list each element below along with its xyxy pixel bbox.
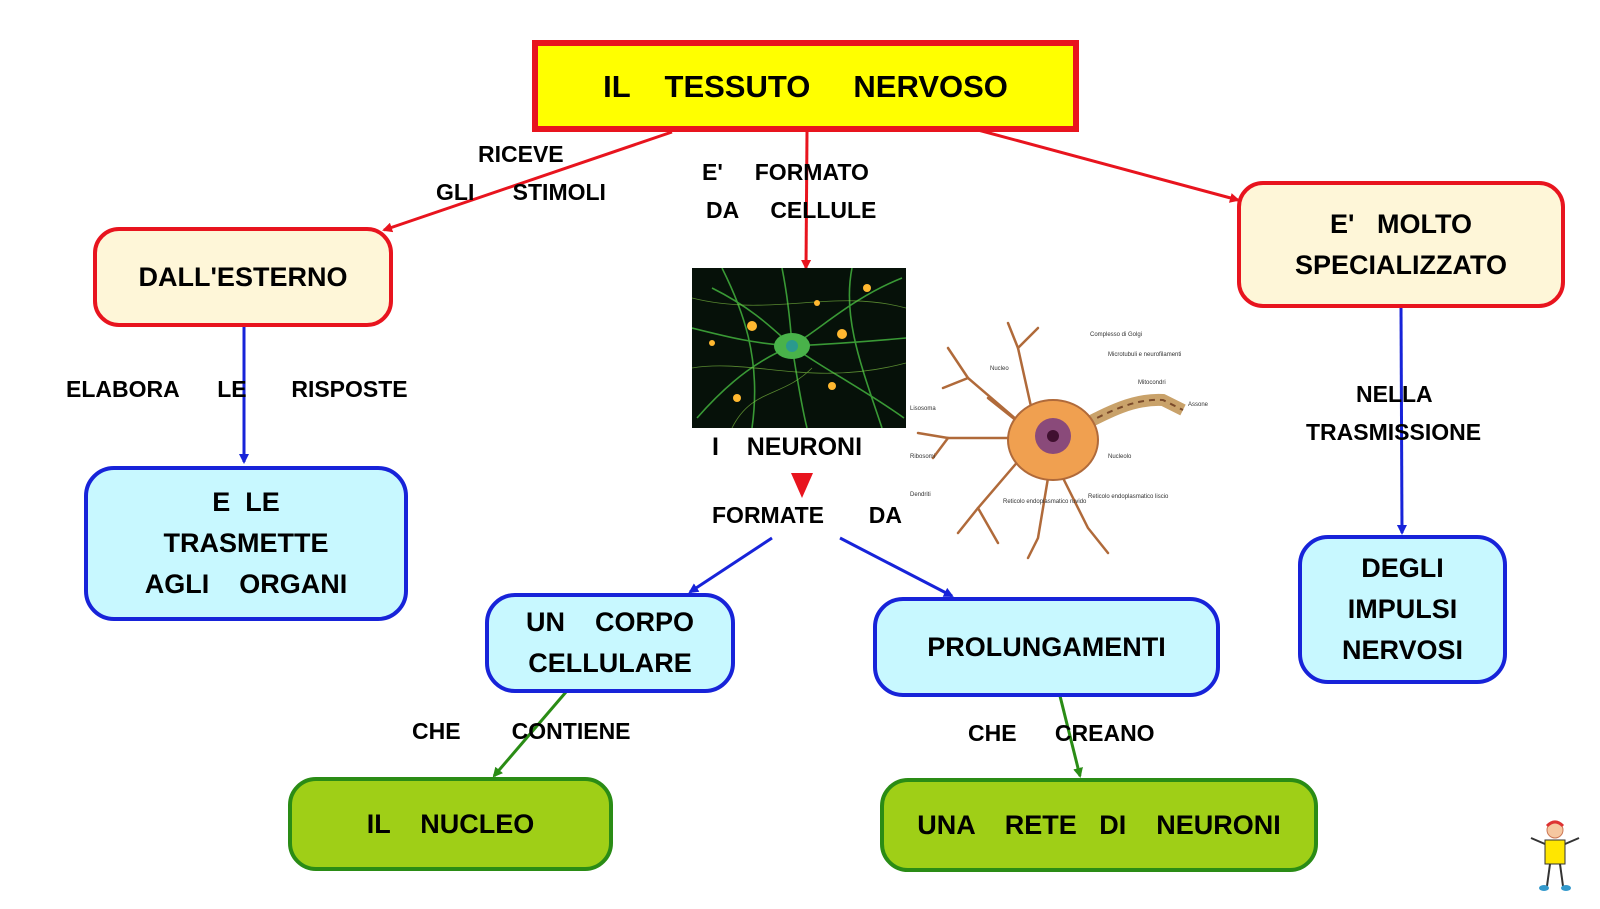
node-corpo-line2: CELLULARE xyxy=(528,648,692,678)
diagram-label-golgi: Complesso di Golgi xyxy=(1090,332,1142,338)
label-contiene: CHE CONTIENE xyxy=(412,718,631,744)
title-box: IL TESSUTO NERVOSO xyxy=(532,40,1079,132)
diagram-label-nucleolo: Nucleolo xyxy=(1108,454,1132,460)
node-specializzato-line1: E' MOLTO xyxy=(1330,208,1472,239)
triangle-marker xyxy=(791,473,813,498)
label-creano: CHE CREANO xyxy=(968,720,1155,746)
arrow-to-nucleo xyxy=(492,691,568,778)
label-formato-1: E' FORMATO xyxy=(702,159,869,185)
node-corpo-line1: UN CORPO xyxy=(525,607,694,637)
arrow-to-neuroni xyxy=(801,131,812,270)
label-gli-stimoli: GLI STIMOLI xyxy=(436,179,606,205)
diagram-label-lisosoma: Lisosoma xyxy=(910,406,936,412)
arrow-to-specializzato xyxy=(977,128,1240,203)
diagram-label-ruvido: Reticolo endoplasmatico ruvido xyxy=(1003,499,1087,505)
neuron-photo xyxy=(692,268,906,428)
diagram-label-ribosomi: Ribosomi xyxy=(910,454,935,460)
node-trasmette-line3: AGLI ORGANI xyxy=(144,569,348,599)
diagram-label-nucleo: Nucleo xyxy=(990,366,1009,372)
diagram-label-assone: Assone xyxy=(1188,402,1209,408)
node-specializzato: E' MOLTO SPECIALIZZATO xyxy=(1237,181,1565,308)
label-neuroni: I NEURONI xyxy=(712,433,863,461)
node-nucleo-text: IL NUCLEO xyxy=(366,808,535,839)
node-impulsi-line2: IMPULSI xyxy=(1347,594,1458,624)
node-corpo: UN CORPO CELLULARE xyxy=(485,593,735,693)
node-prolungamenti: PROLUNGAMENTI xyxy=(873,597,1220,697)
label-trasmissione: TRASMISSIONE xyxy=(1306,419,1482,445)
node-trasmette-line1: E LE xyxy=(212,487,280,517)
label-formato-2: DA CELLULE xyxy=(706,197,877,223)
arrow-to-corpo xyxy=(688,536,773,594)
node-prolungamenti-text: PROLUNGAMENTI xyxy=(927,631,1166,662)
diagram-label-dendriti: Dendriti xyxy=(910,492,931,498)
label-elabora: ELABORA LE RISPOSTE xyxy=(66,376,408,402)
node-trasmette: E LE TRASMETTE AGLI ORGANI xyxy=(84,466,408,621)
label-formate: FORMATE DA xyxy=(712,502,902,528)
node-impulsi-line1: DEGLI xyxy=(1361,553,1444,583)
node-specializzato-line2: SPECIALIZZATO xyxy=(1294,249,1507,280)
diagram-label-micro: Microtubuli e neurofilamenti xyxy=(1108,352,1181,358)
title-text: IL TESSUTO NERVOSO xyxy=(603,68,1008,104)
node-trasmette-line2: TRASMETTE xyxy=(163,528,329,558)
node-rete-text: UNA RETE DI NEURONI xyxy=(917,809,1281,840)
label-riceve: RICEVE xyxy=(478,141,564,167)
diagram-label-mito: Mitocondri xyxy=(1138,380,1166,386)
node-esterno: DALL'ESTERNO xyxy=(93,227,393,327)
node-impulsi-line3: NERVOSI xyxy=(1341,635,1464,665)
node-esterno-text: DALL'ESTERNO xyxy=(138,261,348,292)
arrow-to-prolungamenti xyxy=(839,536,954,598)
label-nella: NELLA xyxy=(1356,381,1433,407)
node-nucleo: IL NUCLEO xyxy=(288,777,613,871)
arrow-to-impulsi xyxy=(1396,305,1407,535)
arrow-to-esterno xyxy=(382,130,673,233)
diagram-label-liscio: Reticolo endoplasmatico liscio xyxy=(1088,494,1169,500)
node-impulsi: DEGLI IMPULSI NERVOSI xyxy=(1298,535,1507,684)
node-rete: UNA RETE DI NEURONI xyxy=(880,778,1318,872)
mascot-icon xyxy=(1530,820,1580,891)
arrow-to-rete xyxy=(1058,695,1083,778)
neuron-diagram: Complesso di Golgi Microtubuli e neurofi… xyxy=(910,321,1209,560)
